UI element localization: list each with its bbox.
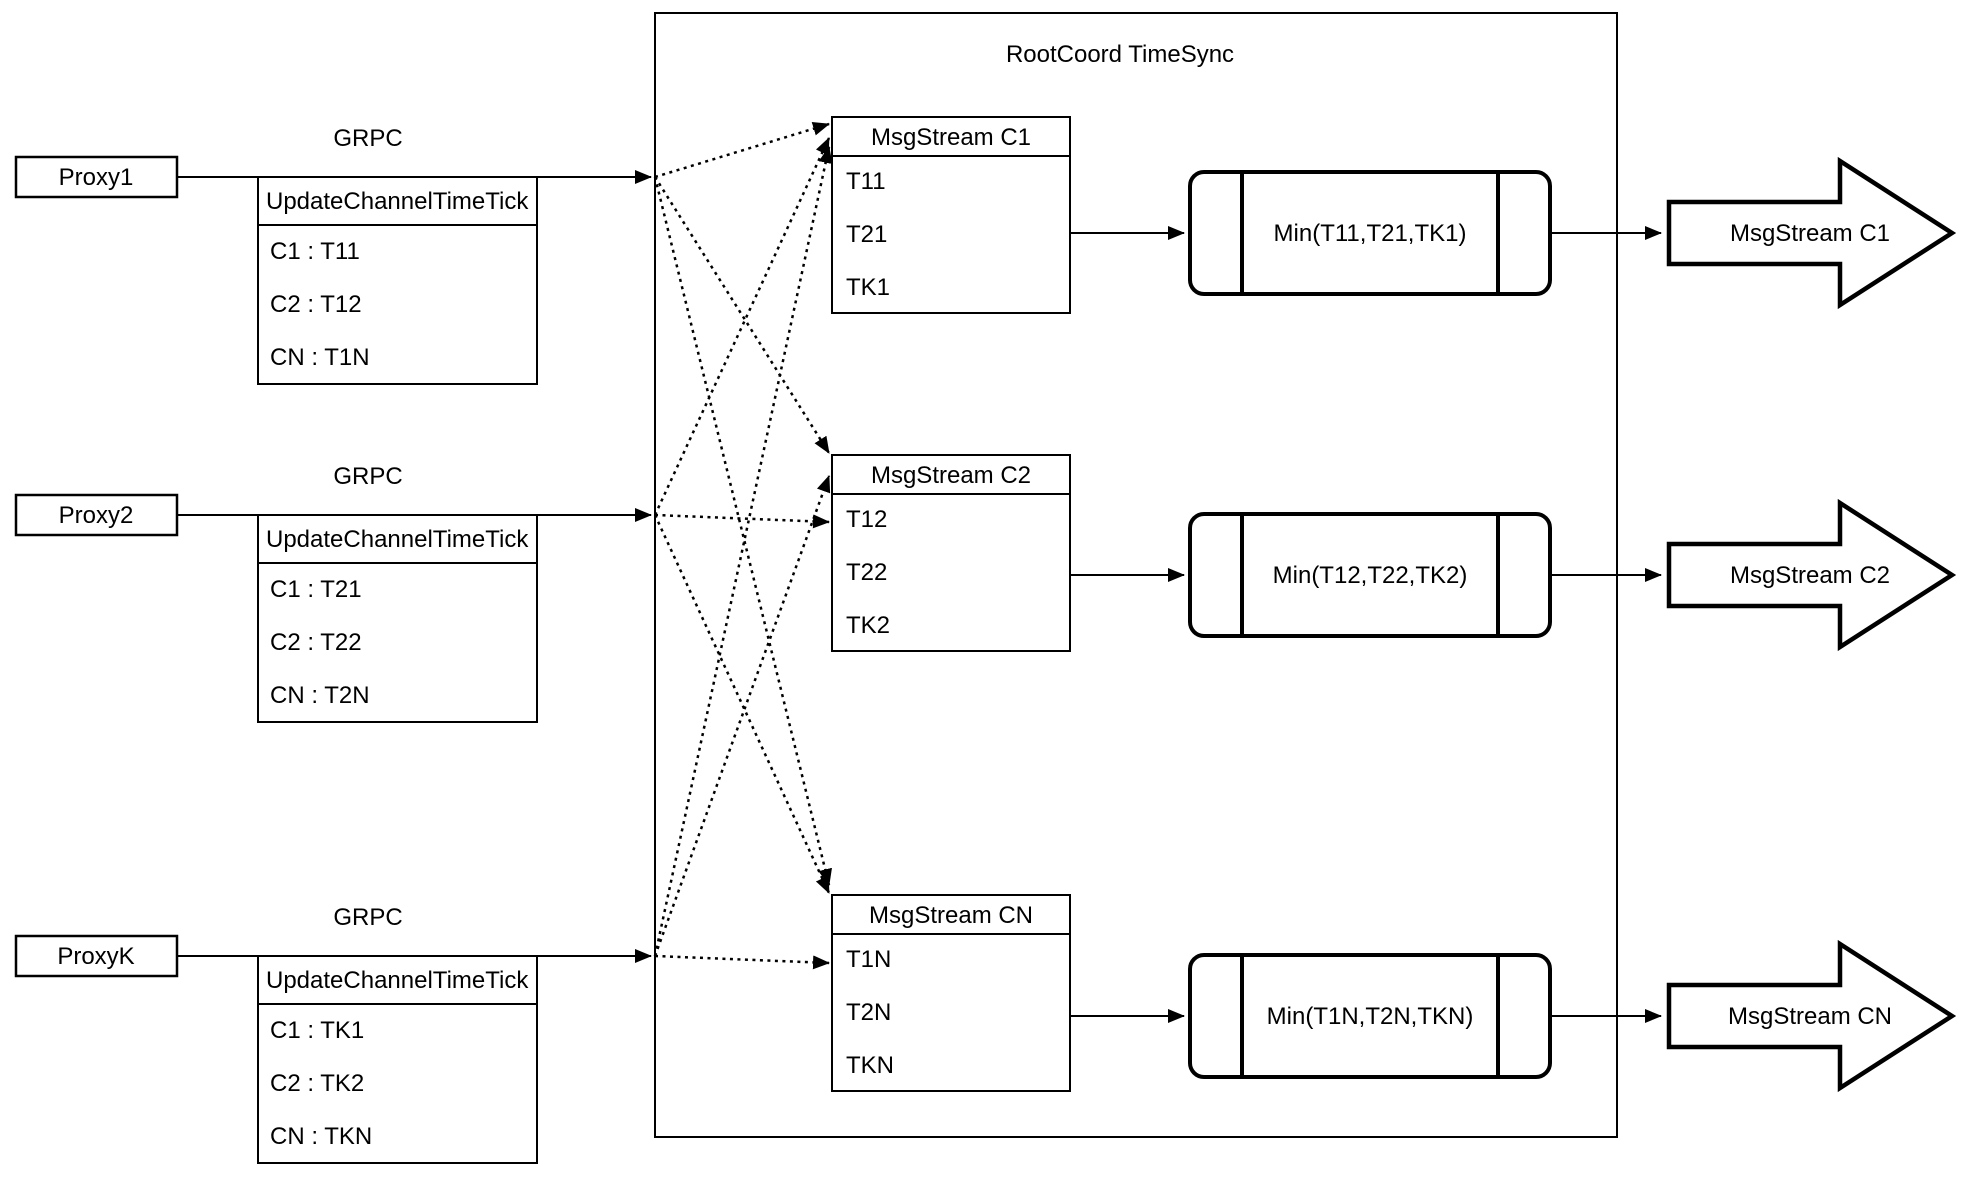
dotted-arrow-proxy1-c1 [654,121,830,179]
msgstream-buffer-c1: MsgStream C1 T11 T21 TK1 [831,116,1071,314]
min-cn-border [1188,953,1552,1079]
table3-row: C1 : TK1 [270,1017,364,1044]
dotted-arrow-proxy2-c1 [653,137,831,516]
buffer-c2-tick: T22 [846,559,887,586]
timetick-fanout-arrows [653,121,833,970]
update-timetick-table-3: UpdateChannelTimeTick C1 : TK1 C2 : TK2 … [257,955,538,1164]
msgstream-buffer-cn: MsgStream CN T1N T2N TKN [831,894,1071,1092]
stream-pipeline-c2: MsgStream C2 T12 T22 TK2 Min(T12,T22,TK2… [831,454,1957,652]
dotted-arrow-proxy2-cn [653,514,831,894]
min-operator-cn: Min(T1N,T2N,TKN) [1188,953,1552,1079]
buffer-c1-tick: TK1 [846,274,890,301]
min-c2-border [1188,512,1552,638]
min-c2-label: Min(T12,T22,TK2) [1273,562,1468,589]
table1-row: CN : T1N [270,344,370,371]
table3-row: CN : TKN [270,1123,372,1150]
table3-row: C2 : TK2 [270,1070,364,1097]
grpc-label-1: GRPC [333,125,402,152]
table3-border [257,955,538,1164]
proxyk-box [14,934,179,978]
dotted-arrow-proxyk-c1 [653,146,833,957]
min-operator-c1: Min(T11,T21,TK1) [1188,170,1552,296]
table1-border [257,176,538,385]
output-msgstream-cn: MsgStream CN [1666,939,1957,1093]
min-c1-border [1188,170,1552,296]
proxy-row-1: Proxy1 GRPC UpdateChannelTimeTick C1 : T… [14,125,652,385]
stream-pipeline-cn: MsgStream CN T1N T2N TKN Min(T1N,T2N,TKN… [831,894,1957,1093]
output-msgstream-c2: MsgStream C2 [1666,498,1957,652]
buffer-cn-border [831,894,1071,1092]
table2-row: C2 : T22 [270,629,362,656]
output-label-c1: MsgStream C1 [1730,220,1890,247]
msgstream-buffer-c2: MsgStream C2 T12 T22 TK2 [831,454,1071,652]
buffer-c2-tick: TK2 [846,612,890,639]
buffer-c1-border [831,116,1071,314]
table2-header: UpdateChannelTimeTick [266,526,529,553]
buffer-cn-tick: T1N [846,946,891,973]
proxy1-box [14,155,179,199]
output-label-c2: MsgStream C2 [1730,562,1890,589]
proxyk-label: ProxyK [57,943,134,970]
proxy1-label: Proxy1 [59,164,134,191]
buffer-c2-header: MsgStream C2 [871,462,1031,489]
dotted-arrow-proxy1-cn [653,176,832,886]
table1-row: C1 : T11 [270,238,360,265]
table2-row: CN : T2N [270,682,370,709]
buffer-c1-tick: T21 [846,221,887,248]
update-timetick-table-1: UpdateChannelTimeTick C1 : T11 C2 : T12 … [257,176,538,385]
grpc-label-2: GRPC [333,463,402,490]
min-c1-label: Min(T11,T21,TK1) [1274,220,1467,247]
min-cn-label: Min(T1N,T2N,TKN) [1267,1003,1474,1030]
rootcoord-title: RootCoord TimeSync [1006,41,1234,68]
output-arrow-shape-cn [1666,939,1957,1093]
table3-header: UpdateChannelTimeTick [266,967,529,994]
dotted-arrow-proxy1-c2 [653,176,831,454]
buffer-c1-tick: T11 [846,168,886,195]
table1-header: UpdateChannelTimeTick [266,188,529,215]
proxy-row-3: ProxyK GRPC UpdateChannelTimeTick C1 : T… [14,904,652,1164]
dotted-arrow-proxyk-cn [654,954,830,970]
proxy-row-2: Proxy2 GRPC UpdateChannelTimeTick C1 : T… [14,463,652,723]
dotted-arrow-proxyk-c2 [653,475,831,957]
dotted-arrow-proxy2-c2 [654,513,830,529]
grpc-label-3: GRPC [333,904,402,931]
output-arrow-shape-c1 [1666,156,1957,310]
buffer-cn-tick: TKN [846,1052,894,1079]
buffer-cn-header: MsgStream CN [869,902,1033,929]
table2-row: C1 : T21 [270,576,362,603]
min-operator-c2: Min(T12,T22,TK2) [1188,512,1552,638]
stream-pipeline-c1: MsgStream C1 T11 T21 TK1 Min(T11,T21,TK1… [831,116,1957,314]
output-msgstream-c1: MsgStream C1 [1666,156,1957,310]
buffer-c2-tick: T12 [846,506,887,533]
output-label-cn: MsgStream CN [1728,1003,1892,1030]
output-arrow-shape-c2 [1666,498,1957,652]
buffer-c1-header: MsgStream C1 [871,124,1031,151]
update-timetick-table-2: UpdateChannelTimeTick C1 : T21 C2 : T22 … [257,514,538,723]
proxy2-box [14,493,179,537]
table2-border [257,514,538,723]
buffer-cn-tick: T2N [846,999,891,1026]
proxy2-label: Proxy2 [59,502,134,529]
table1-row: C2 : T12 [270,291,362,318]
buffer-c2-border [831,454,1071,652]
